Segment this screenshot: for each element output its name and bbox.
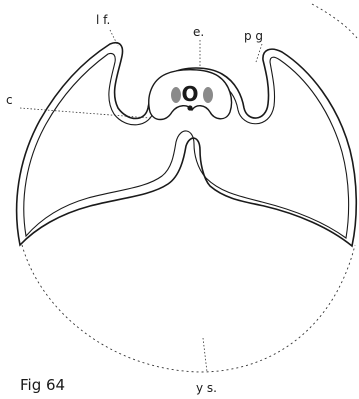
left-spot (171, 87, 181, 103)
label-c: c (6, 93, 13, 107)
right-spot (203, 87, 213, 103)
label-ys: y s. (196, 381, 217, 395)
label-pg: p g (244, 29, 263, 43)
ys-leader (203, 338, 207, 372)
upper-dashed-arc (312, 4, 357, 38)
yolk-sac-dashed-outline (22, 245, 355, 372)
center-letter: O (181, 82, 198, 106)
notochord-dot (187, 105, 192, 110)
label-lf: l f. (96, 13, 110, 27)
pg-leader (256, 44, 262, 62)
label-e: e. (193, 25, 204, 39)
figure-caption: Fig 64 (20, 376, 65, 394)
